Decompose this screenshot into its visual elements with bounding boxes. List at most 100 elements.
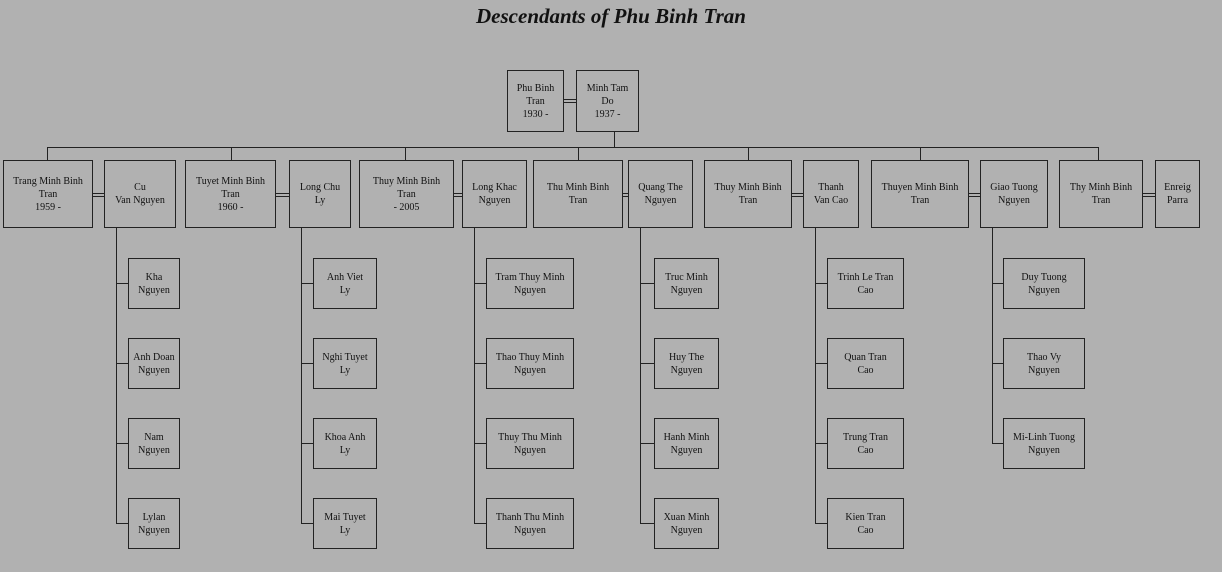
- person-text: Nguyen: [644, 195, 677, 206]
- marriage-connector: [623, 193, 628, 197]
- marriage-connector: [276, 193, 289, 197]
- person-text: Quan Tran: [844, 351, 887, 363]
- person-text: Tran: [568, 195, 588, 206]
- person-text: Nguyen: [138, 444, 170, 456]
- connector-line: [578, 147, 579, 160]
- person-text: Enreig: [1164, 182, 1191, 193]
- person-text: Tran: [910, 195, 930, 206]
- person-text: Ly: [339, 364, 351, 376]
- person-text: Tran: [221, 188, 240, 200]
- person-text: Tram Thuy Minh: [495, 271, 565, 283]
- person-text: 1930 -: [522, 108, 549, 120]
- person-text: Long Khac: [472, 182, 517, 193]
- person-text: Khoa Anh: [324, 431, 366, 443]
- person-text: Nguyen: [670, 284, 703, 296]
- person-text: Cao: [857, 524, 874, 536]
- person-text: Thuy Thu Minh: [498, 431, 562, 443]
- person-text: Ly: [339, 524, 351, 536]
- person-text: Nguyen: [138, 364, 170, 376]
- person-text: Tuyet Minh Binh: [195, 175, 266, 187]
- person-text: Ly: [339, 284, 351, 296]
- connector-line: [815, 228, 816, 523]
- person-text: Do: [601, 95, 614, 107]
- person-text: Nguyen: [478, 195, 511, 206]
- person-text: Ly: [339, 444, 351, 456]
- person-text: Anh Doan: [133, 351, 175, 363]
- person-text: Mi-Linh Tuong: [1013, 431, 1075, 443]
- connector-line: [640, 523, 654, 524]
- person-text: Cao: [857, 364, 874, 376]
- connector-line: [815, 523, 827, 524]
- connector-line: [815, 283, 827, 284]
- connector-line: [116, 363, 128, 364]
- person-text: Cu: [134, 182, 146, 193]
- connector-line: [474, 443, 486, 444]
- person-text: Thao Thuy Minh: [495, 351, 565, 363]
- person-text: Nguyen: [1028, 364, 1060, 376]
- connector-line: [992, 228, 993, 443]
- person-text: Trinh Le Tran: [837, 271, 894, 283]
- person-text: Lylan: [142, 511, 166, 523]
- connector-line: [301, 283, 313, 284]
- person-text: 1959 -: [35, 201, 61, 213]
- person-text: Long Chu: [299, 182, 341, 193]
- connector-line: [301, 363, 313, 364]
- person-text: Huy The: [668, 351, 705, 363]
- connector-line: [116, 523, 128, 524]
- connector-line: [405, 147, 406, 160]
- person-text: Hanh Minh: [663, 431, 710, 443]
- person-text: Kha: [145, 271, 163, 283]
- connector-line: [992, 283, 1003, 284]
- person-text: Trang Minh Binh: [13, 175, 83, 187]
- connector-line: [474, 363, 486, 364]
- person-text: Nguyen: [514, 284, 546, 296]
- connector-line: [1098, 147, 1099, 160]
- person-text: Tran: [1091, 195, 1111, 206]
- person-text: Nguyen: [138, 284, 170, 296]
- person-text: Minh Tam: [586, 82, 629, 94]
- person-text: Nam: [144, 431, 164, 443]
- person-text: 1937 -: [594, 108, 621, 120]
- person-text: Thanh: [818, 182, 844, 193]
- person-text: Nguyen: [514, 364, 546, 376]
